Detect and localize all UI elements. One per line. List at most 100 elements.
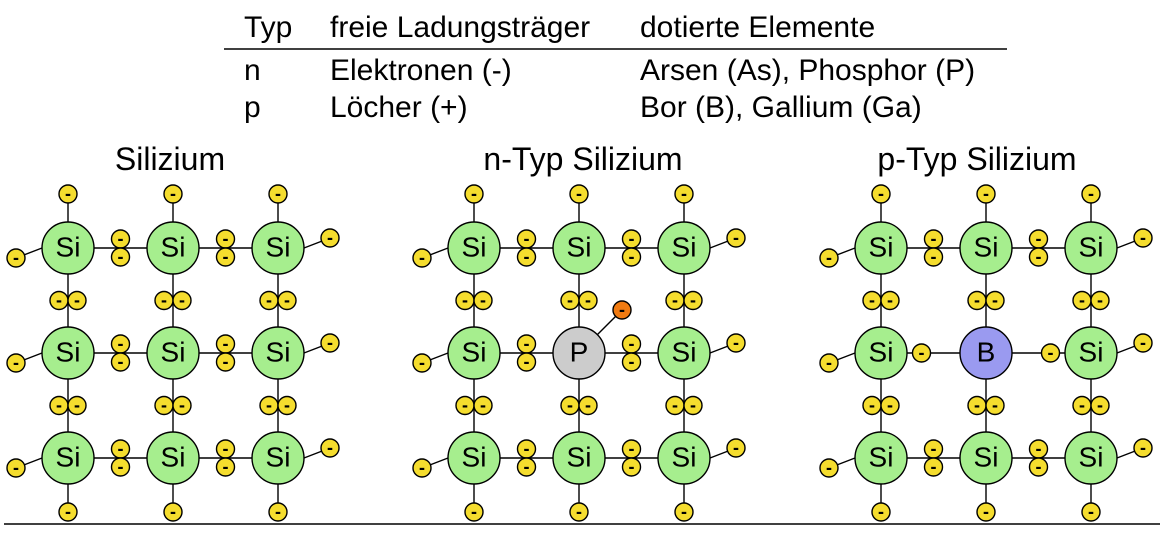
atom-label: Si [266,231,291,262]
electron: - [215,247,236,267]
edge-electron: - [726,333,746,353]
table-row-n-elements: Arsen (As), Phosphor (P) [640,54,975,87]
silicon-atom: Si [41,326,95,380]
edge-electron: - [58,502,78,522]
edge-electron: - [464,502,484,522]
svg-text:-: - [628,459,634,477]
electron: - [665,395,685,416]
electron: - [110,247,131,267]
svg-text:-: - [628,354,634,372]
electron: - [985,395,1005,416]
svg-text:-: - [1140,440,1146,458]
edge-electron: - [819,458,839,478]
atom-label: Si [462,231,487,262]
silicon-atom: Si [657,326,711,380]
electron: - [967,290,987,311]
electron: - [215,439,236,459]
edge-electron: - [1081,502,1101,522]
table-row-p-carriers: Löcher (+) [330,91,468,124]
valence-electrons: ------------------------------------- [412,184,746,522]
table-header-carriers: freie Ladungsträger [330,11,590,44]
svg-text:-: - [628,249,634,267]
electron: - [967,395,987,416]
table-header-elements: dotierte Elemente [640,11,875,44]
lattice-panel: n-Typ Silizium--------------------------… [412,141,746,522]
svg-text:-: - [117,336,123,354]
edge-electron: - [1133,228,1153,248]
svg-text:-: - [878,504,884,522]
lattice-panel: Silizium--------------------------------… [6,141,340,522]
svg-text:-: - [869,397,875,415]
electron: - [578,395,598,416]
svg-text:-: - [733,335,739,353]
svg-text:-: - [74,397,80,415]
svg-text:-: - [523,441,529,459]
electron: - [665,290,685,311]
svg-text:-: - [983,504,989,522]
edge-electron: - [871,502,891,522]
svg-text:-: - [672,397,678,415]
electron: - [455,395,475,416]
electron: - [683,395,703,416]
electron: - [923,457,944,477]
electron: - [1040,343,1061,363]
edge-electron: - [569,184,589,204]
svg-text:-: - [327,230,333,248]
svg-text:-: - [419,355,425,373]
svg-text:-: - [585,397,591,415]
svg-text:-: - [179,292,185,310]
electron: - [1028,439,1049,459]
atom-label: Si [672,441,697,472]
electron: - [621,352,642,372]
atom-label: Si [974,441,999,472]
table-row-n-carriers: Elektronen (-) [330,54,512,87]
edge-electron: - [674,502,694,522]
atom-label: Si [567,441,592,472]
edge-electron: - [268,184,288,204]
svg-text:-: - [983,186,989,204]
svg-text:-: - [170,504,176,522]
svg-text:-: - [266,292,272,310]
svg-text:-: - [13,460,19,478]
svg-text:-: - [170,186,176,204]
edge-electron: - [412,458,432,478]
svg-text:-: - [690,397,696,415]
svg-text:-: - [327,335,333,353]
electron: - [516,229,537,249]
silicon-atom: Si [251,431,305,485]
edge-electron: - [6,458,26,478]
edge-electron: - [819,353,839,373]
svg-text:-: - [992,292,998,310]
svg-text:-: - [681,186,687,204]
edge-electron: - [6,353,26,373]
electron: - [277,290,297,311]
electron: - [67,290,87,311]
valence-electrons: ------------------------------------ [6,184,340,522]
silicon-atom: Si [146,431,200,485]
electron: - [49,290,69,311]
svg-text:-: - [523,354,529,372]
svg-text:-: - [523,336,529,354]
electron: - [110,457,131,477]
svg-text:-: - [930,231,936,249]
svg-text:-: - [672,292,678,310]
electron: - [215,352,236,372]
edge-electron: - [320,438,340,458]
edge-electron: - [163,502,183,522]
svg-text:-: - [117,231,123,249]
svg-text:-: - [419,250,425,268]
svg-text:-: - [887,397,893,415]
atom-label: Si [462,441,487,472]
svg-text:-: - [161,397,167,415]
edge-electron: - [6,248,26,268]
atom-label: Si [869,336,894,367]
svg-text:-: - [690,292,696,310]
electron: - [516,247,537,267]
svg-text:-: - [1088,186,1094,204]
edge-electron: - [1081,184,1101,204]
svg-text:-: - [13,250,19,268]
